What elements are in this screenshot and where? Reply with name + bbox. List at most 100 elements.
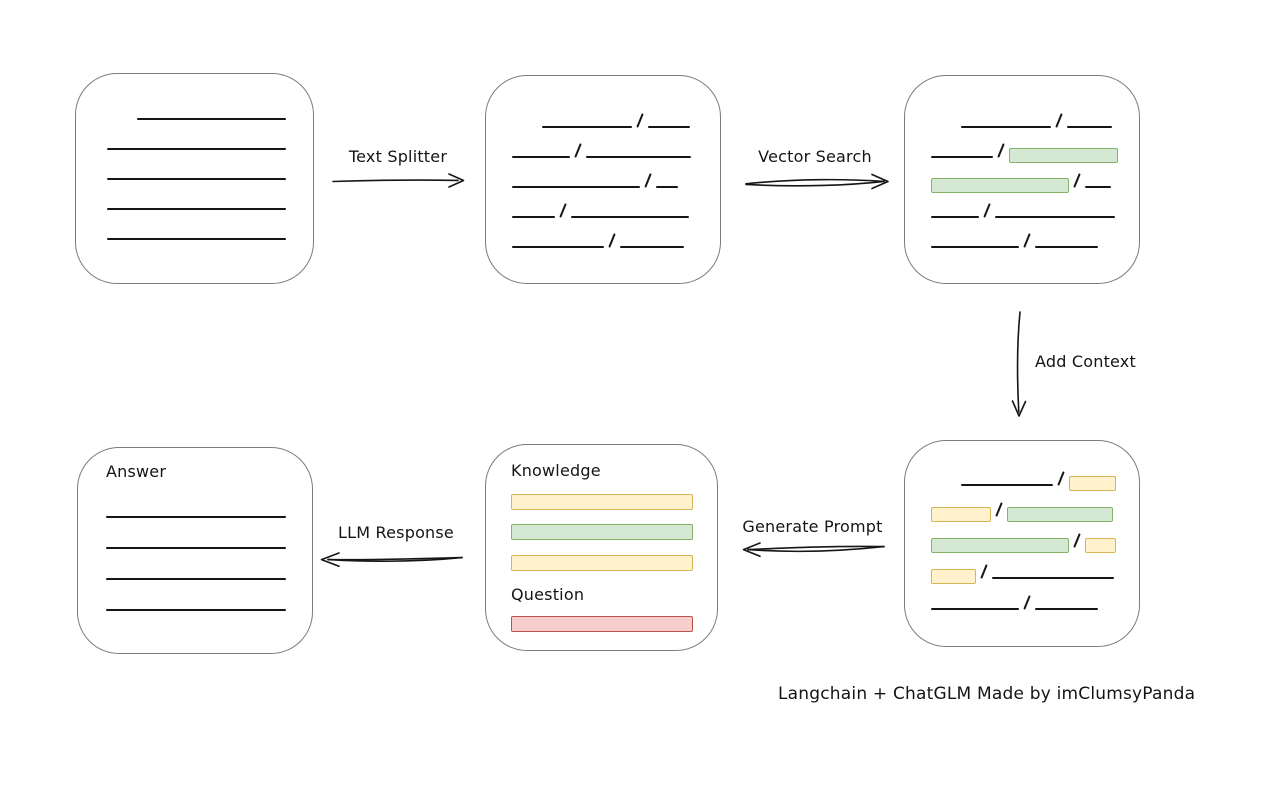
slash-separator [983, 203, 991, 218]
box-row [106, 580, 312, 611]
add-context-arrow [1011, 311, 1027, 417]
box-title: Question [511, 585, 585, 604]
box-row [511, 616, 717, 646]
box-row [511, 555, 717, 585]
slash-separator [980, 564, 988, 579]
answer-box: Answer [77, 447, 313, 654]
llm-response-label: LLM Response [338, 523, 454, 542]
slash-separator [995, 502, 1003, 517]
slash-separator [1055, 113, 1063, 128]
text-line [106, 609, 286, 611]
text-line [1035, 608, 1098, 610]
text-line [995, 216, 1115, 218]
text-line [107, 148, 286, 150]
box-row [931, 517, 1139, 553]
box-row [512, 218, 720, 248]
vector-search-label: Vector Search [758, 147, 872, 166]
highlight-chip-yellow [511, 494, 693, 510]
text-splitter-arrow [332, 173, 465, 188]
text-line [571, 216, 689, 218]
slash-separator [1023, 233, 1031, 248]
source-document-box [75, 73, 314, 284]
text-line [961, 484, 1053, 486]
diagram-caption: Langchain + ChatGLM Made by imClumsyPand… [778, 684, 1196, 704]
text-line [586, 156, 691, 158]
text-line [1035, 246, 1098, 248]
box-row [931, 98, 1139, 128]
llm-response-arrow [320, 552, 463, 567]
generate-prompt-label: Generate Prompt [742, 517, 883, 536]
text-line [107, 238, 286, 240]
slash-separator [1057, 471, 1065, 486]
box-row [106, 518, 312, 549]
vector-matches-box [904, 75, 1140, 284]
text-line [992, 577, 1114, 579]
highlight-chip-green [511, 524, 693, 540]
highlight-chip-yellow [1069, 476, 1116, 491]
text-line [512, 216, 555, 218]
context-chunks-box [904, 440, 1140, 647]
slash-separator [997, 143, 1005, 158]
text-line [961, 126, 1051, 128]
box-row [512, 128, 720, 158]
slash-separator [644, 173, 652, 188]
box-row [107, 210, 313, 240]
slash-separator [574, 143, 582, 158]
box-row [512, 158, 720, 188]
text-line [512, 246, 604, 248]
box-row [107, 120, 313, 150]
highlight-chip-yellow [1085, 538, 1116, 553]
text-line [106, 547, 286, 549]
box-title: Knowledge [511, 461, 601, 480]
box-row: Knowledge [511, 461, 717, 494]
highlight-chip-green [1007, 507, 1113, 522]
highlight-chip-green [1009, 148, 1118, 163]
split-chunks-box [485, 75, 721, 284]
highlight-chip-red [511, 616, 693, 632]
box-row [511, 524, 717, 555]
text-line [137, 118, 286, 120]
box-row [931, 218, 1139, 248]
box-row: Question [511, 585, 717, 616]
box-row [931, 158, 1139, 193]
box-row: Answer [106, 462, 312, 487]
vector-search-arrow [745, 173, 889, 190]
text-line [107, 208, 286, 210]
text-line [648, 126, 690, 128]
highlight-chip-yellow [931, 569, 976, 584]
text-line [931, 216, 979, 218]
box-row [931, 455, 1139, 491]
slash-separator [1023, 595, 1031, 610]
text-line [1085, 186, 1111, 188]
text-line [620, 246, 684, 248]
box-row [511, 494, 717, 524]
box-row [106, 549, 312, 580]
box-row [931, 128, 1139, 163]
slash-separator [1073, 173, 1081, 188]
text-line [1067, 126, 1112, 128]
text-line [107, 178, 286, 180]
text-line [931, 608, 1019, 610]
text-line [512, 186, 640, 188]
box-row [931, 579, 1139, 610]
add-context-label: Add Context [1035, 352, 1136, 371]
box-row [512, 188, 720, 218]
box-row [107, 180, 313, 210]
box-row [106, 487, 312, 518]
text-line [106, 516, 286, 518]
box-row [107, 90, 313, 120]
highlight-chip-yellow [931, 507, 991, 522]
text-line [512, 156, 570, 158]
text-line [542, 126, 632, 128]
box-row [931, 188, 1139, 218]
generate-prompt-arrow [742, 542, 885, 557]
highlight-chip-yellow [511, 555, 693, 571]
slash-separator [559, 203, 567, 218]
slash-separator [636, 113, 644, 128]
text-splitter-label: Text Splitter [348, 147, 448, 166]
box-row [931, 486, 1139, 522]
box-row [931, 548, 1139, 584]
box-row [512, 98, 720, 128]
